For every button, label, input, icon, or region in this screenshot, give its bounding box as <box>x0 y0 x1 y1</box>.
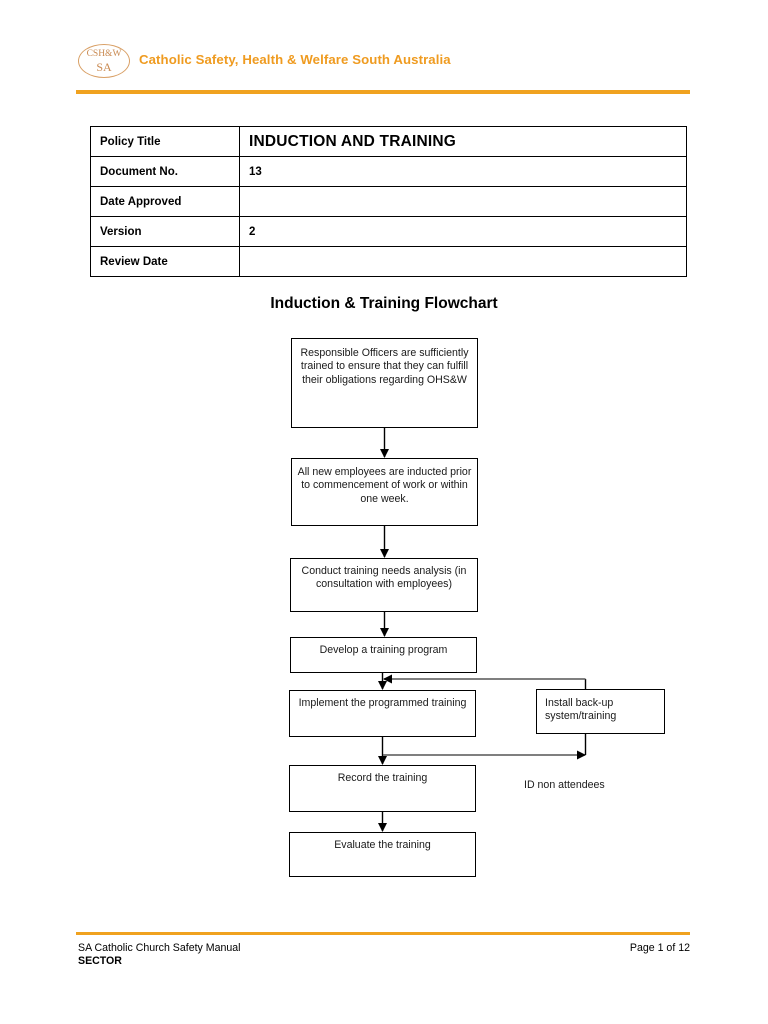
row-label-document-no: Document No. <box>90 156 240 187</box>
policy-info-table: Policy Title INDUCTION AND TRAINING Docu… <box>90 126 687 277</box>
logo-top-text: CSH&W <box>86 49 122 59</box>
cshw-sa-logo: CSH&W SA <box>78 44 132 80</box>
table-row: Document No. 13 <box>90 156 687 187</box>
row-label-review-date: Review Date <box>90 246 240 277</box>
row-value-policy-title: INDUCTION AND TRAINING <box>239 126 687 157</box>
logo-bottom-text: SA <box>96 60 112 74</box>
flow-box-evaluate-training: Evaluate the training <box>289 832 476 877</box>
footer-sector-label: SECTOR <box>78 955 122 967</box>
footer-divider-rule <box>76 932 690 935</box>
flow-box-induction: All new employees are inducted prior to … <box>291 458 478 526</box>
footer-manual-name: SA Catholic Church Safety Manual <box>78 942 241 954</box>
flow-box-install-backup: Install back-up system/training <box>536 689 665 734</box>
table-row: Policy Title INDUCTION AND TRAINING <box>90 126 687 157</box>
row-label-version: Version <box>90 216 240 247</box>
row-value-review-date <box>239 246 687 277</box>
flow-box-implement-training: Implement the programmed training <box>289 690 476 737</box>
row-label-policy-title: Policy Title <box>90 126 240 157</box>
row-label-date-approved: Date Approved <box>90 186 240 217</box>
flow-box-develop-training-program: Develop a training program <box>290 637 477 673</box>
table-row: Review Date <box>90 246 687 277</box>
row-value-document-no: 13 <box>239 156 687 187</box>
table-row: Date Approved <box>90 186 687 217</box>
flow-label-id-non-attendees: ID non attendees <box>524 779 605 791</box>
logo-oval-shape <box>78 44 130 78</box>
table-row: Version 2 <box>90 216 687 247</box>
row-value-version: 2 <box>239 216 687 247</box>
policy-info-table-body: Policy Title INDUCTION AND TRAINING Docu… <box>90 126 687 277</box>
flowchart-title: Induction & Training Flowchart <box>270 295 498 312</box>
header-divider-rule <box>76 90 690 94</box>
footer-page-number: Page 1 of 12 <box>629 942 690 954</box>
row-value-date-approved <box>239 186 687 217</box>
flow-box-record-training: Record the training <box>289 765 476 812</box>
organisation-title: Catholic Safety, Health & Welfare South … <box>139 52 451 67</box>
flow-box-responsible-officers: Responsible Officers are sufficiently tr… <box>291 338 478 428</box>
flow-box-training-needs-analysis: Conduct training needs analysis (in cons… <box>290 558 478 612</box>
